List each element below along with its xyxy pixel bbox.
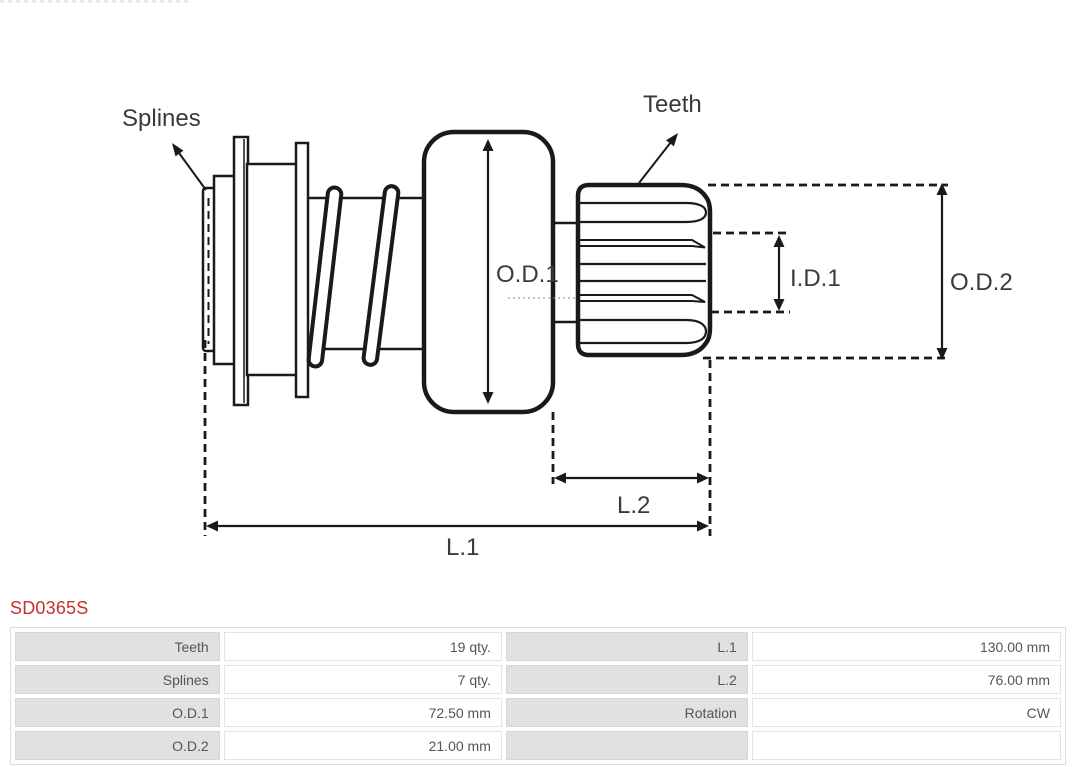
l2-dimension-label: L.2 (617, 492, 650, 519)
splined-shaft (201, 174, 237, 366)
stop-collar-discs (232, 135, 310, 407)
spec-label: Splines (15, 665, 220, 694)
splines-leader-arrow (172, 143, 207, 191)
technical-drawing: Splines Teeth O.D.1 I.D.1 O.D.2 L.2 L.1 (122, 91, 1013, 561)
pinion-gear (575, 182, 713, 358)
teeth-leader-arrow (638, 133, 678, 184)
shaft-step (553, 221, 578, 324)
spec-value: 19 qty. (223, 632, 502, 661)
spec-value: 72.50 mm (223, 698, 502, 727)
spec-row: O.D.1 72.50 mm Rotation CW (15, 698, 1061, 727)
spec-table: Teeth 19 qty. L.1 130.00 mm Splines 7 qt… (10, 627, 1066, 765)
spec-label: L.2 (505, 665, 748, 694)
spec-label: L.1 (505, 632, 748, 661)
spec-value: 130.00 mm (751, 632, 1061, 661)
od1-dimension-label: O.D.1 (496, 261, 559, 288)
page-edge-artifact (0, 0, 192, 3)
l1-dimension-label: L.1 (446, 534, 479, 561)
spec-label: O.D.1 (15, 698, 220, 727)
spec-label: Rotation (505, 698, 748, 727)
spec-row: Splines 7 qty. L.2 76.00 mm (15, 665, 1061, 694)
pinion-teeth-lines (580, 201, 708, 345)
extension-lines (203, 183, 948, 536)
splines-label: Splines (122, 105, 201, 132)
spring-coil (306, 185, 344, 369)
spring-coil (361, 184, 401, 367)
spec-value (751, 731, 1061, 760)
drive-spring (306, 184, 426, 369)
spec-value: CW (751, 698, 1061, 727)
l1-dimension-line (206, 520, 709, 532)
od2-dimension-line (936, 183, 948, 360)
spec-label (505, 731, 748, 760)
spec-label: Teeth (15, 632, 220, 661)
spec-label: O.D.2 (15, 731, 220, 760)
l2-dimension-line (554, 472, 709, 484)
spec-row: O.D.2 21.00 mm (15, 731, 1061, 760)
id1-dimension-label: I.D.1 (790, 265, 841, 292)
od1-dimension-line (482, 139, 494, 404)
od2-dimension-label: O.D.2 (950, 269, 1013, 296)
part-number: SD0365S (10, 598, 89, 618)
teeth-label: Teeth (643, 91, 702, 118)
spec-value: 7 qty. (223, 665, 502, 694)
spec-value: 21.00 mm (223, 731, 502, 760)
spec-value: 76.00 mm (751, 665, 1061, 694)
spec-row: Teeth 19 qty. L.1 130.00 mm (15, 632, 1061, 661)
starter-drive-diagram: Splines Teeth O.D.1 I.D.1 O.D.2 L.2 L.1 (122, 91, 1013, 561)
id1-dimension-line (773, 235, 785, 311)
